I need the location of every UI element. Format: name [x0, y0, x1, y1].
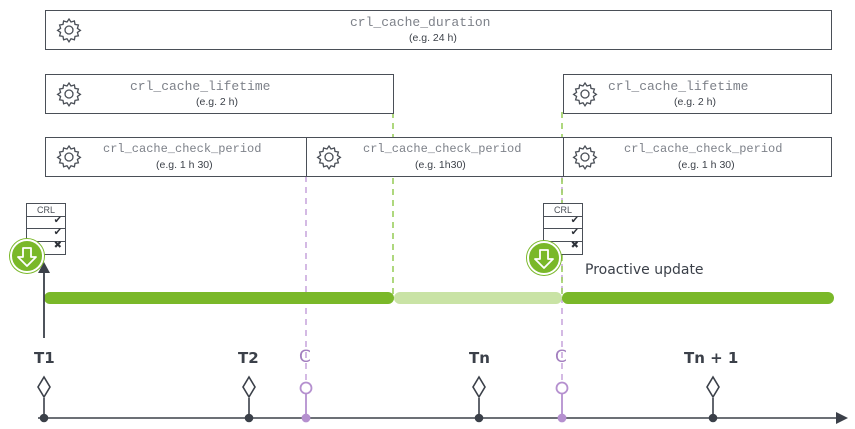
diamond-marker-icon — [242, 375, 256, 423]
cross-mark: ✖ — [53, 239, 62, 251]
check-period-box-3: crl_cache_check_period (e.g. 1 h 30) — [563, 137, 832, 177]
check-mark: ✔ — [570, 214, 579, 226]
tn-plus-1-label: Tn + 1 — [684, 349, 739, 367]
download-arrow-icon — [527, 241, 561, 275]
document-icon: CRL ✔ ✔ ✖ — [543, 203, 583, 255]
time-axis-arrowhead — [836, 412, 848, 424]
lifetime-example-2: (e.g. 2 h) — [674, 96, 717, 108]
t1-arrow-head — [38, 262, 50, 273]
check-period-box-2: crl_cache_check_period (e.g. 1h30) — [306, 137, 564, 177]
lifetime-param-2: crl_cache_lifetime — [608, 79, 749, 94]
proactive-update-label: Proactive update — [585, 262, 704, 278]
c-label-1: C — [299, 347, 311, 367]
gear-icon — [56, 81, 82, 107]
t1-label: T1 — [34, 349, 55, 367]
gear-icon — [56, 17, 82, 43]
crl-header: CRL — [26, 203, 66, 217]
check-param-3: crl_cache_check_period — [624, 142, 783, 156]
cross-mark: ✖ — [570, 239, 579, 251]
diamond-marker-icon — [706, 375, 720, 423]
download-arrow-icon — [10, 239, 44, 273]
check-example-2: (e.g. 1h30) — [415, 159, 466, 171]
crl-header: CRL — [543, 203, 583, 217]
circle-marker-icon — [299, 381, 313, 423]
check-mark: ✔ — [53, 227, 62, 239]
circle-marker-icon — [555, 381, 569, 423]
lifetime-param-1: crl_cache_lifetime — [130, 79, 271, 94]
check-mark: ✔ — [570, 227, 579, 239]
duration-param: crl_cache_duration — [350, 15, 491, 30]
check-example-1: (e.g. 1 h 30) — [156, 159, 213, 171]
check-example-3: (e.g. 1 h 30) — [678, 159, 735, 171]
gear-icon — [572, 144, 598, 170]
diamond-marker-icon — [37, 375, 51, 423]
lifetime-box-2: crl_cache_lifetime (e.g. 2 h) — [563, 74, 832, 114]
check-period-box-1: crl_cache_check_period (e.g. 1 h 30) — [45, 137, 307, 177]
check-param-2: crl_cache_check_period — [363, 142, 522, 156]
gear-icon — [572, 81, 598, 107]
c-label-2: C — [555, 347, 567, 367]
check-param-1: crl_cache_check_period — [103, 142, 262, 156]
gear-icon — [316, 144, 342, 170]
tn-label: Tn — [469, 349, 490, 367]
duration-example: (e.g. 24 h) — [409, 32, 457, 44]
lifetime-box-1: crl_cache_lifetime (e.g. 2 h) — [45, 74, 394, 114]
check-mark: ✔ — [53, 214, 62, 226]
diamond-marker-icon — [472, 375, 486, 423]
t2-label: T2 — [238, 349, 259, 367]
gear-icon — [56, 144, 82, 170]
lifetime-example-1: (e.g. 2 h) — [196, 96, 239, 108]
duration-box: crl_cache_duration (e.g. 24 h) — [45, 10, 832, 50]
